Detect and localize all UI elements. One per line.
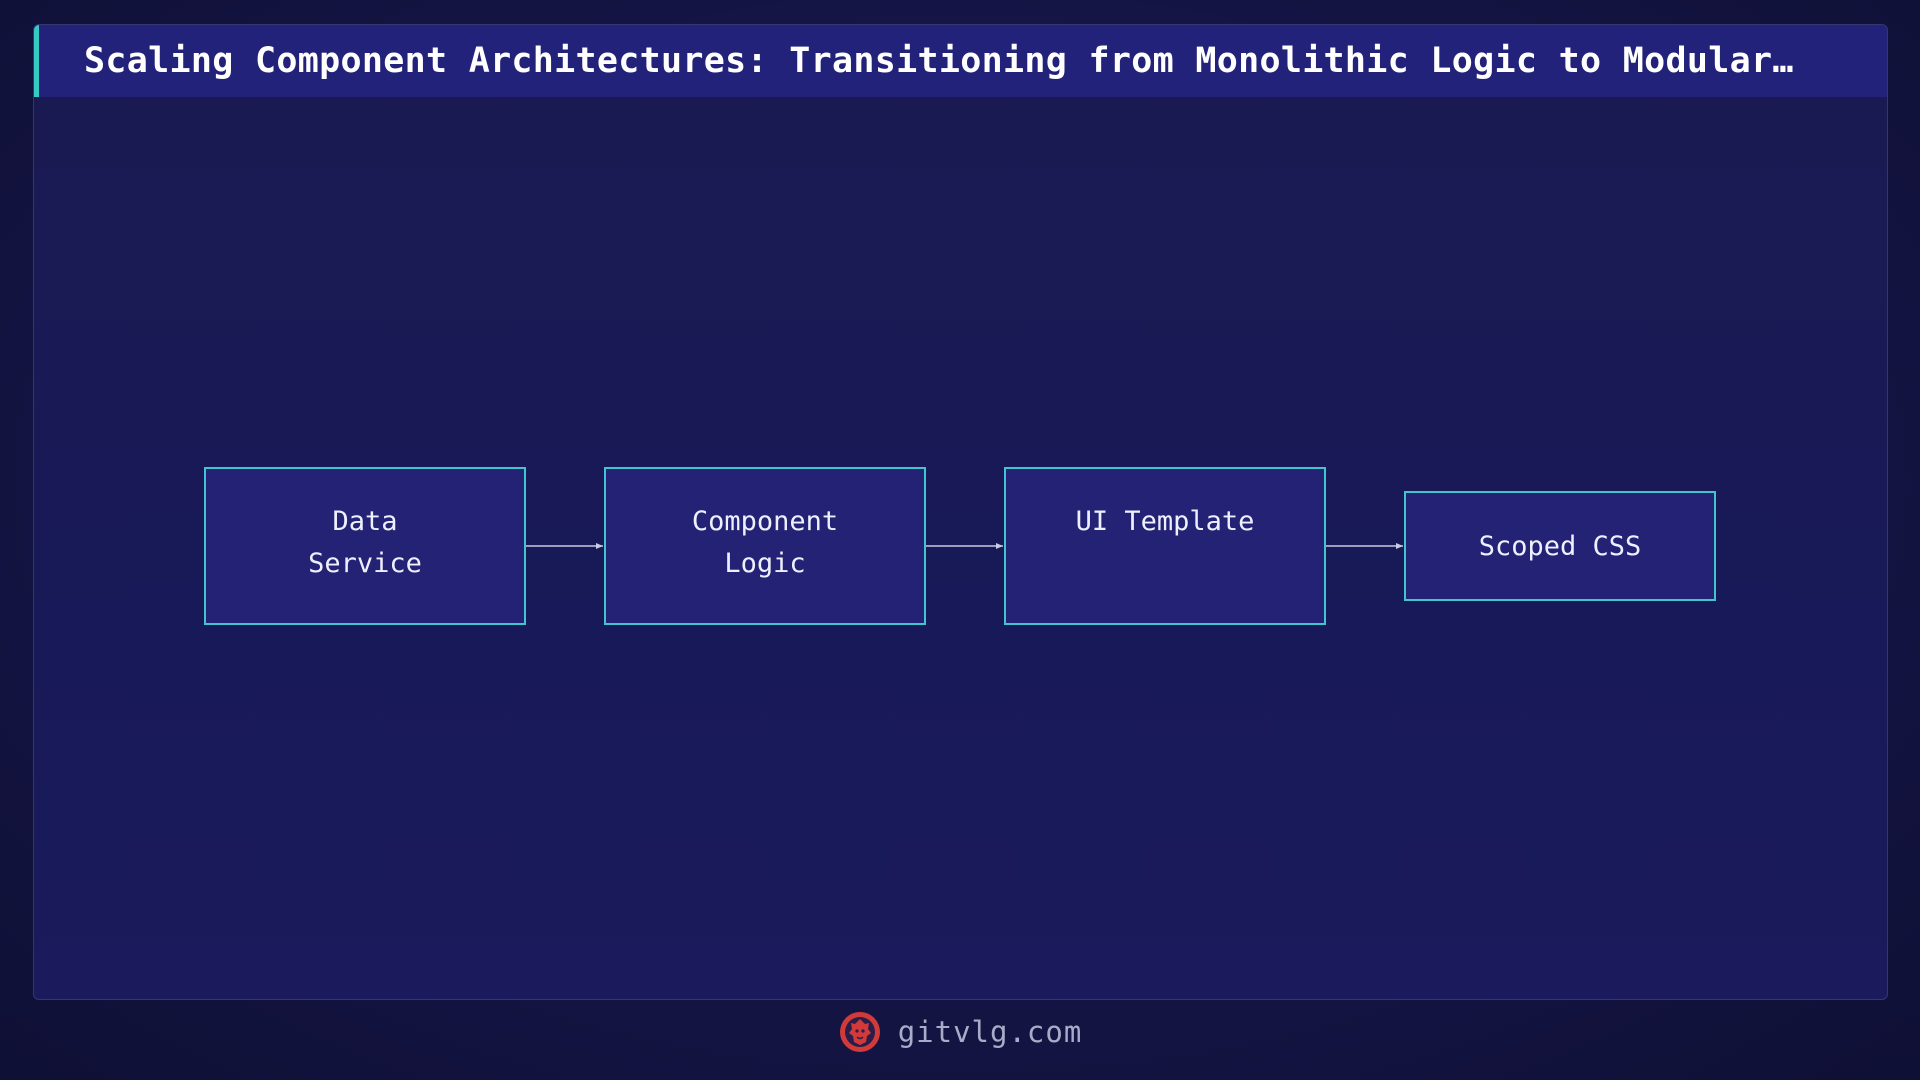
- site-link[interactable]: gitvlg.com: [897, 1015, 1083, 1049]
- node-label: Scoped CSS: [1478, 531, 1642, 562]
- node-component-logic: Component Logic: [604, 467, 926, 625]
- node-scoped-css: Scoped CSS: [1404, 491, 1716, 601]
- node-data-service: Data Service: [204, 467, 526, 625]
- lion-head-icon: [838, 1010, 882, 1054]
- node-label: UI Template: [1075, 506, 1255, 537]
- title-bar: [34, 25, 1887, 97]
- node-label: Component Logic: [691, 506, 839, 579]
- page-title: Scaling Component Architectures: Transit…: [84, 41, 1794, 81]
- footer: gitvlg.com: [0, 1010, 1920, 1060]
- node-ui-template: UI Template: [1004, 467, 1326, 625]
- node-label: Data Service: [308, 506, 422, 579]
